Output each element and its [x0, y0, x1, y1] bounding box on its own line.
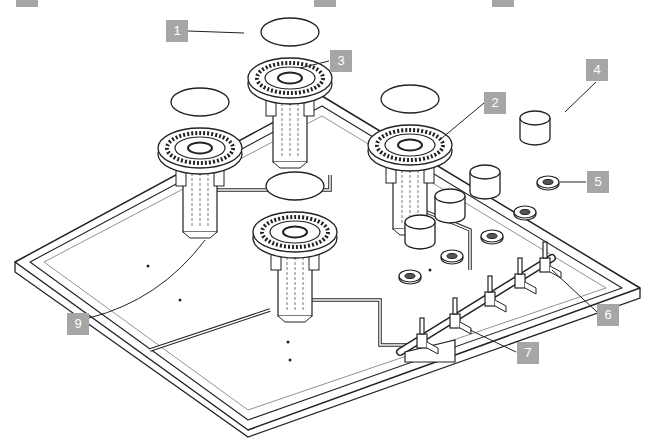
- callout-number: 7: [517, 342, 539, 364]
- callout-number: 6: [597, 304, 619, 326]
- callout-number: 5: [587, 171, 609, 193]
- callout-number: 2: [484, 92, 506, 114]
- callout-number: 1: [166, 20, 188, 42]
- callout-number: 3: [330, 50, 352, 72]
- callout-number: 9: [67, 313, 89, 335]
- callout-number: 4: [586, 59, 608, 81]
